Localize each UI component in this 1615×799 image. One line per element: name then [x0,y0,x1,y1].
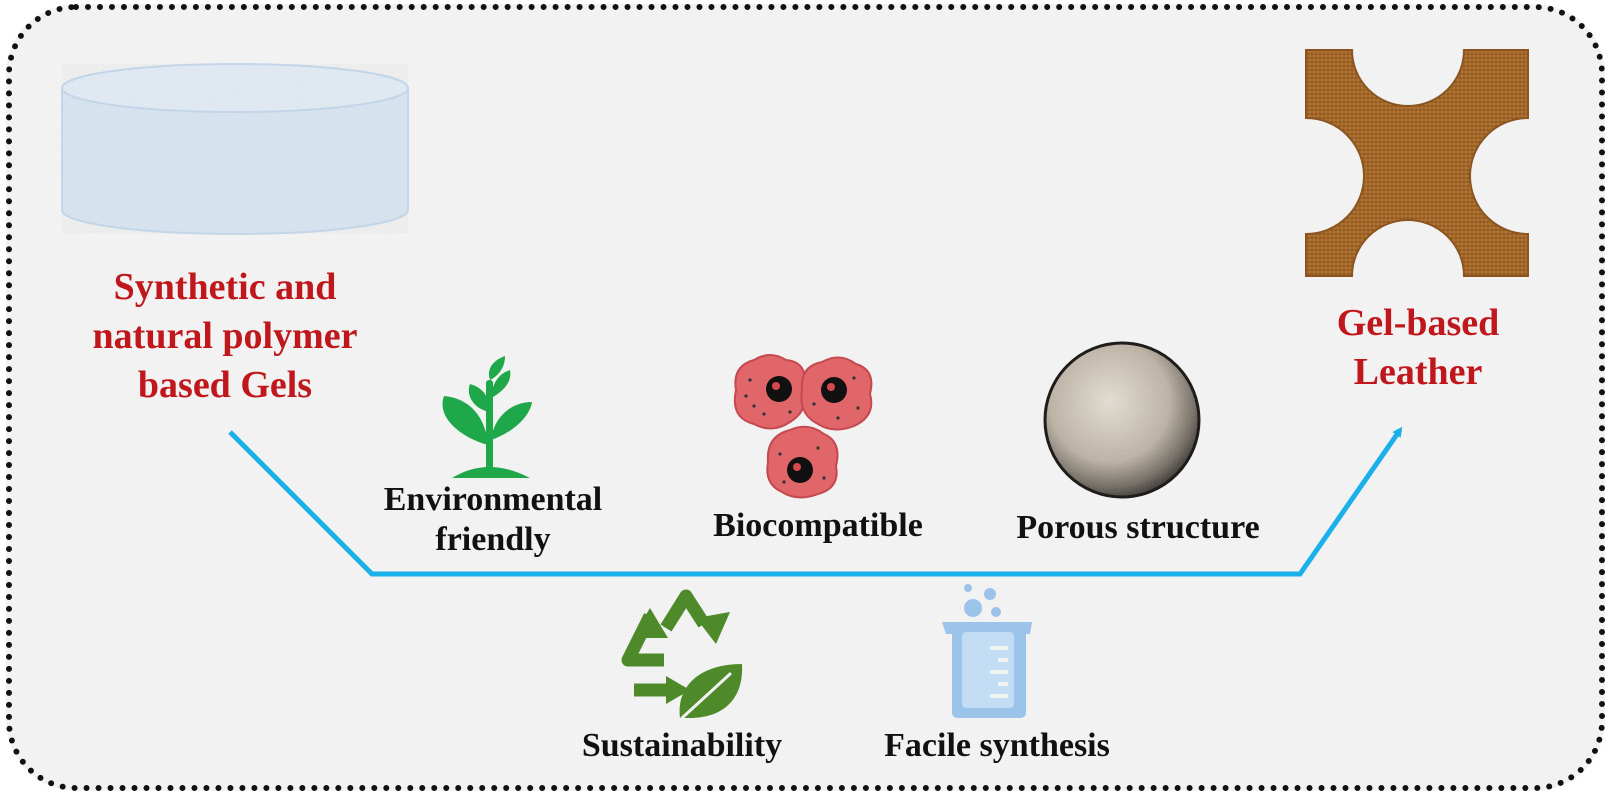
flow-arrow [228,426,1403,577]
beaker-icon [942,584,1032,718]
gel-disc-image [61,63,409,235]
source-label: Synthetic and natural polymer based Gels [92,266,358,406]
porous-sphere-icon [1043,341,1201,499]
cells-icon [733,354,873,499]
target-label: Gel-based Leather [1336,302,1500,393]
feature-label-biocompatible: Biocompatible [713,507,923,544]
feature-label-facile: Facile synthesis [884,727,1110,764]
feature-label-environmental: Environmental friendly [383,481,603,558]
plant-sprout-icon [442,356,532,478]
leather-hide-image [1305,49,1529,277]
recycle-leaf-icon [621,589,743,720]
feature-label-sustainability: Sustainability [581,727,783,764]
feature-label-porous: Porous structure [1016,509,1260,546]
